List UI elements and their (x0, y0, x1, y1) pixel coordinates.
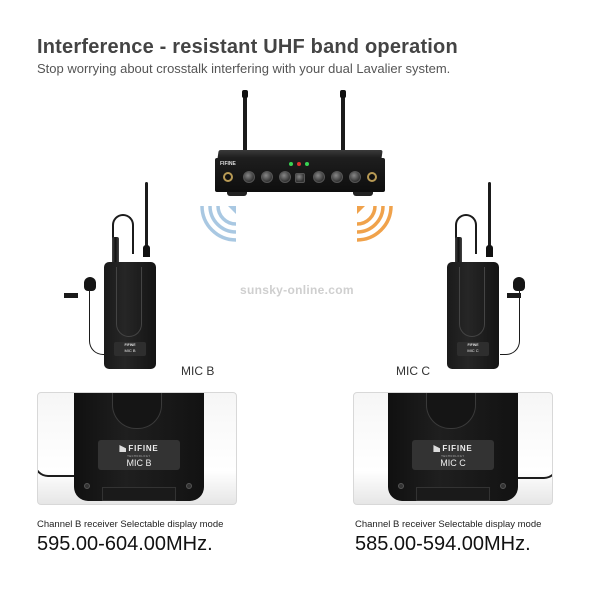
transmitter-label: FIFINE MIC B (114, 342, 146, 356)
closeup-label: FIFINE TECHNOLOGY MIC C (412, 440, 494, 470)
receiver-unit: FIFINE (215, 90, 385, 200)
power-led (297, 162, 301, 166)
mic-b-caption: MIC B (181, 364, 215, 378)
vol-c2-knob (349, 171, 361, 183)
screw-icon (398, 483, 404, 489)
transmitter-body: FIFINE MIC B (104, 262, 156, 369)
transmitter-label: FIFINE MIC C (457, 342, 489, 356)
closeup-mic-c: FIFINE TECHNOLOGY MIC C (353, 392, 553, 505)
lavalier-mic-b-icon (84, 277, 96, 291)
receiver-antenna-right (340, 90, 346, 156)
transmitter-antenna (486, 182, 493, 257)
transmitter-mic-c: FIFINE MIC C (445, 182, 505, 372)
music-knob (313, 171, 325, 183)
rf-b-led (289, 162, 293, 166)
screw-icon (500, 483, 506, 489)
power-button (295, 173, 305, 183)
channel-b-description: Channel B receiver Selectable display mo… (37, 519, 224, 530)
lavalier-cable-b (89, 290, 107, 355)
closeup-clip (112, 393, 162, 429)
transmitter-mic-b: FIFINE MIC B (102, 182, 162, 372)
closeup-mic-b: FIFINE TECHNOLOGY MIC B (37, 392, 237, 505)
closeup-label: FIFINE TECHNOLOGY MIC B (98, 440, 180, 470)
battery-door (102, 487, 176, 501)
transmitter-cable (112, 214, 134, 254)
vol-c-knob (331, 171, 343, 183)
closeup-cable (38, 453, 78, 477)
mic-c-caption: MIC C (396, 364, 430, 378)
mic-b-jack (223, 172, 233, 182)
screw-icon (186, 483, 192, 489)
belt-clip (459, 267, 485, 337)
closeup-body: FIFINE TECHNOLOGY MIC C (388, 393, 518, 501)
rf-c-led (305, 162, 309, 166)
receiver-antenna-left (242, 90, 248, 156)
transmitter-antenna (143, 182, 150, 257)
watermark: sunsky-online.com (240, 283, 354, 297)
transmitter-cable (455, 214, 477, 254)
page-title: Interference - resistant UHF band operat… (37, 36, 458, 58)
lavalier-cable-c (500, 290, 520, 355)
fifine-logo: FIFINE (412, 443, 494, 455)
channel-b-frequency: 595.00-604.00MHz. (37, 533, 213, 555)
receiver-brand: FIFINE (220, 161, 236, 167)
transmitter-connector (455, 237, 462, 265)
screw-icon (84, 483, 90, 489)
vol-b2-knob (261, 171, 273, 183)
belt-clip (116, 267, 142, 337)
mic-c-jack (367, 172, 377, 182)
signal-waves-right-icon (353, 202, 397, 246)
receiver-front-panel: FIFINE (215, 158, 385, 192)
signal-waves-left-icon (196, 202, 240, 246)
transmitter-body: FIFINE MIC C (447, 262, 499, 369)
receiver-foot-right (353, 192, 373, 196)
transmitter-connector (112, 237, 119, 265)
channel-c-frequency: 585.00-594.00MHz. (355, 533, 531, 555)
closeup-cable (514, 453, 552, 479)
receiver-foot-left (227, 192, 247, 196)
fifine-logo: FIFINE (98, 443, 180, 455)
closeup-clip (426, 393, 476, 429)
channel-c-description: Channel B receiver Selectable display mo… (355, 519, 542, 530)
lavalier-clip-b (64, 293, 78, 298)
battery-door (416, 487, 490, 501)
echo-knob (279, 171, 291, 183)
page-subtitle: Stop worrying about crosstalk interferin… (37, 61, 451, 76)
closeup-body: FIFINE TECHNOLOGY MIC B (74, 393, 204, 501)
vol-b-knob (243, 171, 255, 183)
lavalier-mic-c-icon (513, 277, 525, 291)
